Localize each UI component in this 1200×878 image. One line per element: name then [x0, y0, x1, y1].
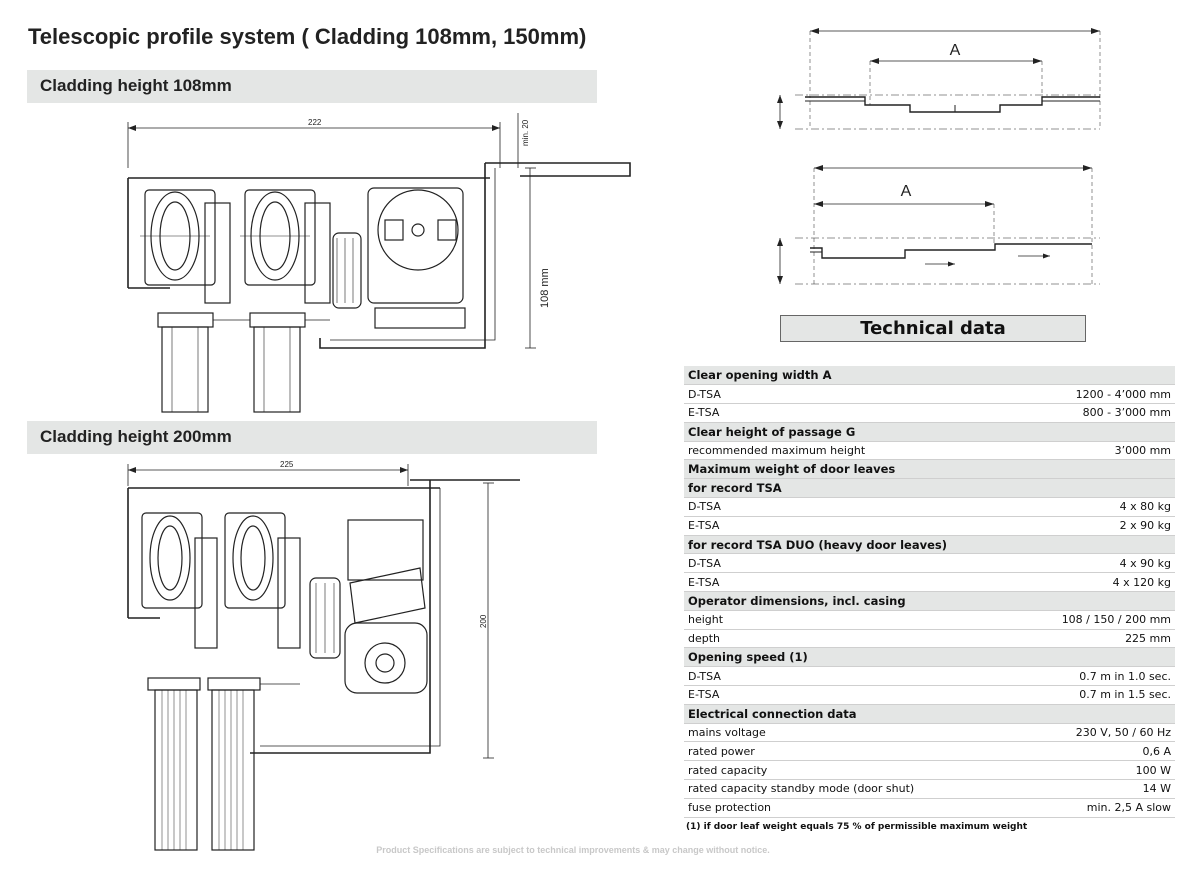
row-value: 4 x 120 kg [1025, 572, 1175, 593]
section-label: Clear opening width A [684, 366, 1026, 386]
table-section-row: Maximum weight of door leaves [684, 459, 1175, 480]
schematic-opening-bottom: A [777, 165, 1100, 285]
row-value: 0.7 m in 1.5 sec. [1025, 685, 1175, 705]
dimension-width-200: 225 [280, 460, 294, 469]
section-label: for record TSA DUO (heavy door leaves) [684, 535, 1026, 555]
row-label: D-TSA [684, 666, 1026, 687]
section-heading-108: Cladding height 108mm [27, 70, 597, 103]
row-value [1025, 704, 1175, 724]
row-value: 108 / 150 / 200 mm [1025, 610, 1175, 630]
row-value [1025, 422, 1175, 442]
row-label: mains voltage [684, 723, 1026, 743]
table-section-row: Operator dimensions, incl. casing [684, 591, 1175, 611]
row-label: depth [684, 629, 1026, 649]
section-label: for record TSA [684, 478, 1026, 499]
row-value: 3’000 mm [1025, 441, 1175, 461]
row-label: height [684, 610, 1026, 630]
row-value [1025, 647, 1175, 668]
section-label: Maximum weight of door leaves [684, 459, 1026, 480]
row-label: D-TSA [684, 384, 1026, 405]
disclaimer: Product Specifications are subject to te… [376, 845, 770, 855]
row-value: 0.7 m in 1.0 sec. [1025, 666, 1175, 687]
row-label: E-TSA [684, 685, 1026, 705]
table-section-row: Clear opening width A [684, 366, 1175, 386]
row-value: 4 x 90 kg [1025, 553, 1175, 574]
table-section-row: for record TSA DUO (heavy door leaves) [684, 535, 1175, 555]
footnote: (1) if door leaf weight equals 75 % of p… [686, 822, 1028, 832]
row-value: 0,6 A [1025, 741, 1175, 762]
row-value [1025, 366, 1175, 386]
row-value [1025, 459, 1175, 480]
row-label: recommended maximum height [684, 441, 1026, 461]
row-value: 2 x 90 kg [1025, 516, 1175, 536]
dimension-min-108: min. 20 [521, 119, 530, 146]
section-label: Electrical connection data [684, 704, 1026, 724]
table-section-row: Opening speed (1) [684, 647, 1175, 668]
dimension-height-200: 200 [479, 614, 488, 628]
row-label: E-TSA [684, 516, 1026, 536]
table-row: rated capacity standby mode (door shut)1… [684, 779, 1175, 799]
cross-section-drawing-200: 225 200 [127, 460, 520, 851]
schematic-label-a-bottom: A [901, 183, 912, 200]
schematic-opening-top: A [777, 28, 1101, 130]
section-label: Opening speed (1) [684, 647, 1026, 668]
technical-data-heading: Technical data [780, 315, 1086, 342]
row-value [1025, 591, 1175, 611]
row-value: 230 V, 50 / 60 Hz [1025, 723, 1175, 743]
row-value: min. 2,5 A slow [1025, 798, 1175, 818]
page-title: Telescopic profile system ( Cladding 108… [28, 24, 587, 49]
section-heading-200: Cladding height 200mm [27, 421, 597, 454]
table-section-row: Clear height of passage G [684, 422, 1175, 442]
row-label: rated capacity standby mode (door shut) [684, 779, 1026, 799]
cross-section-drawing-108: 222 min. 20 108 mm [127, 113, 631, 413]
dimension-width-108: 222 [308, 118, 322, 127]
row-label: E-TSA [684, 572, 1026, 593]
row-label: rated capacity [684, 760, 1026, 781]
schematic-label-a-top: A [950, 42, 961, 59]
row-label: D-TSA [684, 497, 1026, 517]
row-value [1025, 535, 1175, 555]
table-section-row: for record TSA [684, 478, 1175, 499]
row-value: 100 W [1025, 760, 1175, 781]
row-value: 225 mm [1025, 629, 1175, 649]
dimension-height-108: 108 mm [539, 268, 551, 308]
row-value: 4 x 80 kg [1025, 497, 1175, 517]
section-label: Clear height of passage G [684, 422, 1026, 442]
row-label: rated power [684, 741, 1026, 762]
row-value: 14 W [1025, 779, 1175, 799]
row-label: D-TSA [684, 553, 1026, 574]
row-label: fuse protection [684, 798, 1026, 818]
row-value: 1200 - 4’000 mm [1025, 384, 1175, 405]
row-label: E-TSA [684, 403, 1026, 423]
table-section-row: Electrical connection data [684, 704, 1175, 724]
section-label: Operator dimensions, incl. casing [684, 591, 1026, 611]
row-value [1025, 478, 1175, 499]
row-value: 800 - 3’000 mm [1025, 403, 1175, 423]
